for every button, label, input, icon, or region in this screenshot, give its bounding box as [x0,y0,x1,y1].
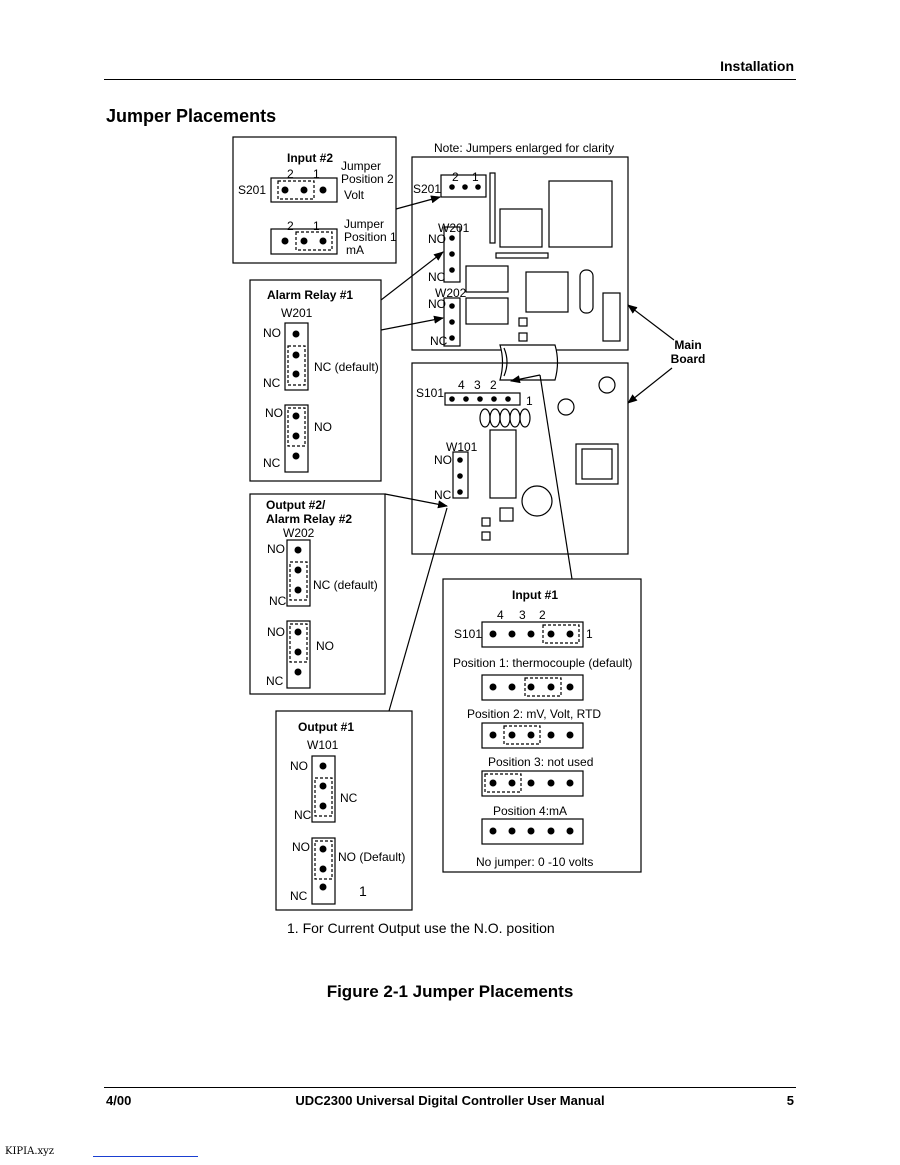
board-w202-nc: NC [430,334,448,348]
alarm1-w: W201 [281,306,313,320]
input1-pin1: 1 [586,627,593,641]
enlarged-note: Note: Jumpers enlarged for clarity [434,141,614,155]
board-s201-pin: 2 [452,170,459,184]
output2-title: Output #2/ [266,498,326,512]
output1-footnote-mark: 1 [359,883,367,899]
alarm1-no: NO [263,326,281,340]
board-w201-no: NO [428,232,446,246]
input2-pos1-line: mA [346,243,364,257]
footer-date: 4/00 [106,1093,132,1108]
output2-w: W202 [283,526,315,540]
output1-box [275,710,413,911]
alarm1-box [249,279,382,482]
input1-pos2: Position 2: mV, Volt, RTD [467,707,601,721]
input1-s101: S101 [454,627,482,641]
footer-page-number: 5 [786,1093,794,1108]
input1-pin: 3 [519,608,526,622]
output2-default: NC (default) [313,578,378,592]
main-board-bottom [411,362,629,555]
output2-no: NO [267,625,285,639]
board-w201-label: W201 [438,221,470,235]
board-s101-pin: 2 [490,378,497,392]
board-s101-label: S101 [416,386,444,400]
input2-pin: 2 [287,219,294,233]
input1-box [442,578,642,873]
alarm1-no: NO [265,406,283,420]
output1-no: NO [290,759,308,773]
board-s201-pin: 1 [472,170,479,184]
output1-nc-label: NC [340,791,358,805]
output1-nc: NC [290,889,308,903]
output2-no: NO [267,542,285,556]
input1-pos1: Position 1: thermocouple (default) [453,656,632,670]
input2-s201: S201 [238,183,266,197]
header-rule [104,79,796,80]
page-heading: Jumper Placements [106,106,277,126]
footer-manual-title: UDC2300 Universal Digital Controller Use… [295,1093,605,1108]
figure-caption: Figure 2-1 Jumper Placements [326,982,574,1001]
input1-pin: 4 [497,608,504,622]
board-w201-nc: NC [428,270,446,284]
output1-default: NO (Default) [338,850,405,864]
input1-pos4: Position 4:mA [493,804,567,818]
input2-pin: 1 [313,219,320,233]
output2-box [249,493,386,695]
alarm1-nc: NC [263,456,281,470]
board-w101-nc: NC [434,488,452,502]
input2-pos2-line: Position 2 [341,172,394,186]
board-w101-label: W101 [446,440,478,454]
input2-pin: 2 [287,167,294,181]
input2-title: Input #2 [287,151,333,165]
watermark-text: KIPIA.xyz [5,1146,55,1157]
input2-pos1-line: Position 1 [344,230,397,244]
alarm1-no-label: NO [314,420,332,434]
board-s101-pin: 4 [458,378,465,392]
input1-no-jumper: No jumper: 0 -10 volts [476,855,593,869]
input1-pin: 2 [539,608,546,622]
section-header: Installation [720,58,794,74]
input2-box [232,136,397,264]
board-s101-pin1: 1 [526,394,533,408]
footer-rule [104,1087,796,1088]
output2-nc: NC [269,594,287,608]
footnote: 1. For Current Output use the N.O. posit… [287,920,555,936]
output2-title: Alarm Relay #2 [266,512,352,526]
board-w101-no: NO [434,453,452,467]
input2-pos1-line: Jumper [344,217,384,231]
output1-nc: NC [294,808,312,822]
board-s101-pin: 3 [474,378,481,392]
main-board-label-2: Board [671,352,706,366]
alarm1-default: NC (default) [314,360,379,374]
alarm1-nc: NC [263,376,281,390]
output2-no-label: NO [316,639,334,653]
input1-pos3: Position 3: not used [488,755,593,769]
output1-no: NO [292,840,310,854]
board-w202-no: NO [428,297,446,311]
alarm1-title: Alarm Relay #1 [267,288,353,302]
output1-w: W101 [307,738,339,752]
input2-pin: 1 [313,167,320,181]
output2-nc: NC [266,674,284,688]
input1-title: Input #1 [512,588,558,602]
input2-pos2-line: Jumper [341,159,381,173]
output1-title: Output #1 [298,720,354,734]
watermark-link-line[interactable] [93,1156,198,1157]
main-board-label-1: Main [674,338,701,352]
input2-pos2-line: Volt [344,188,365,202]
board-w202-label: W202 [435,286,467,300]
board-s201-label: S201 [413,182,441,196]
